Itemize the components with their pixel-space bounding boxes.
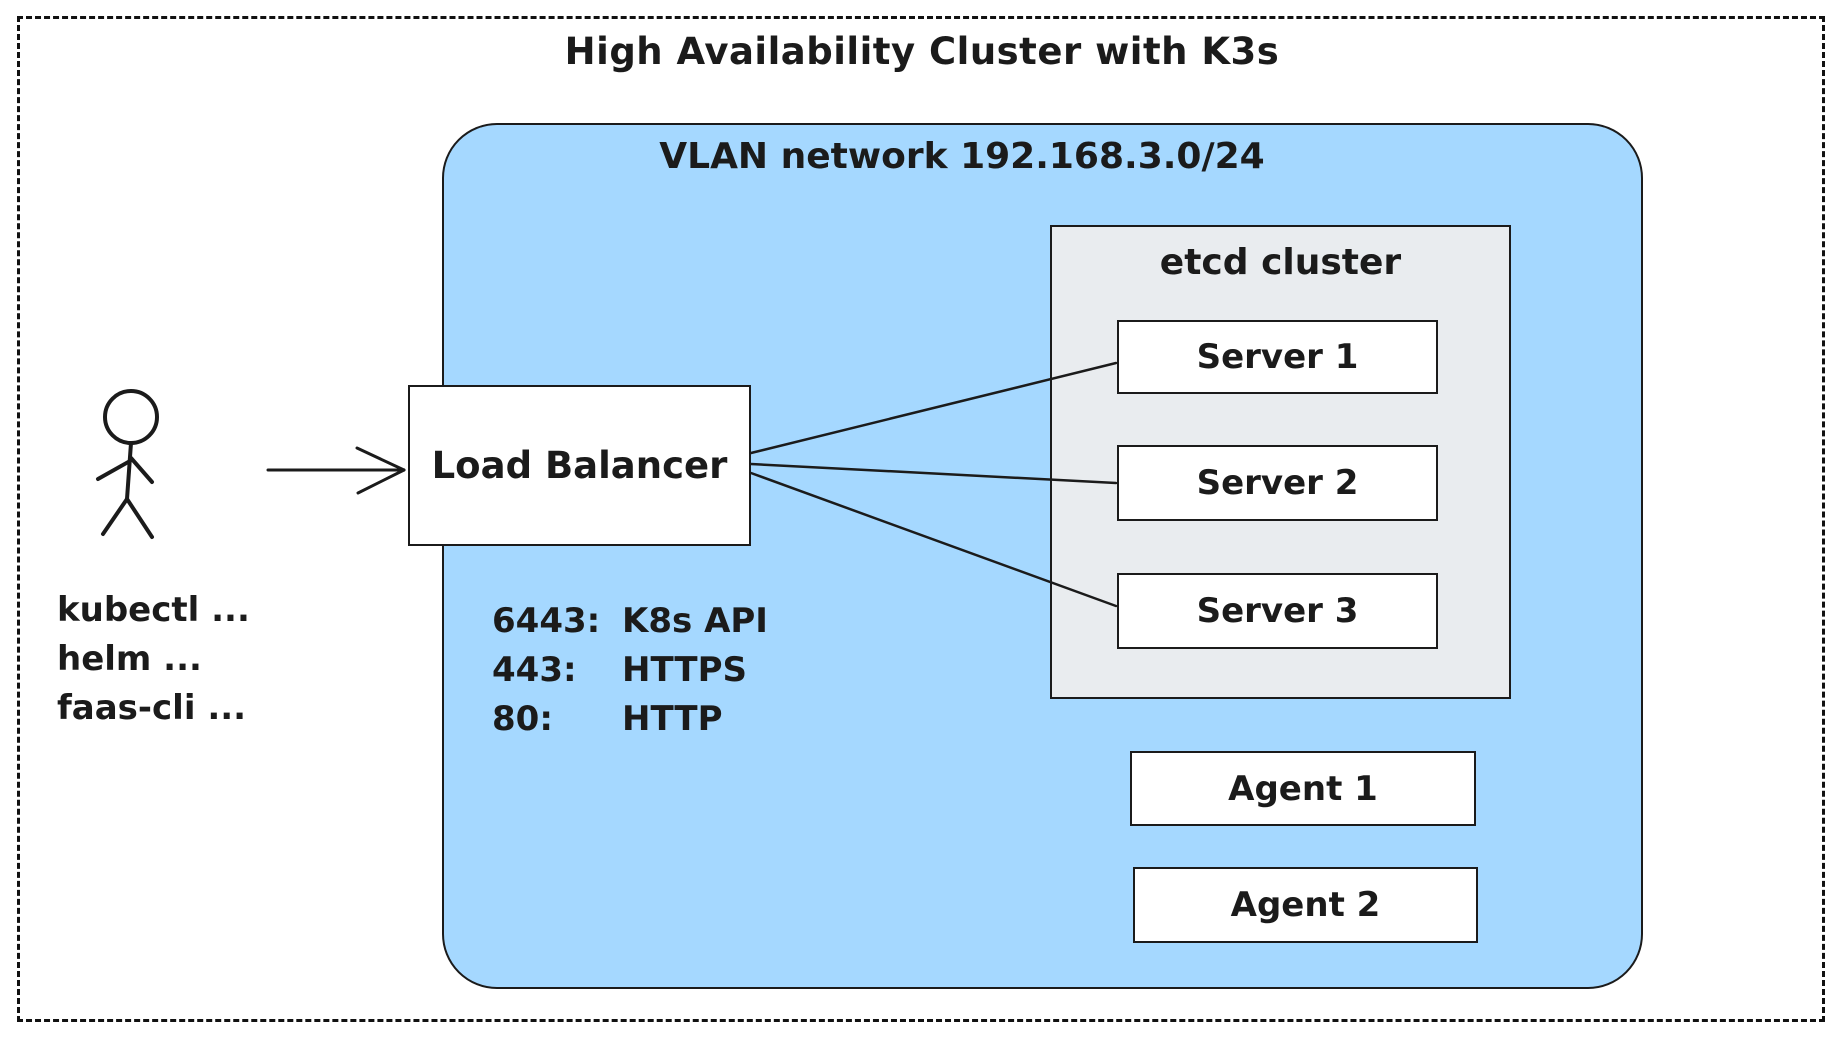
agent-2-label: Agent 2 [1230,885,1381,925]
server-2-label: Server 2 [1196,463,1359,503]
client-command: faas-cli ... [57,688,247,728]
server-1-label: Server 1 [1196,337,1359,377]
server-1-box: Server 1 [1117,320,1438,394]
port-mapping-row: 6443: K8s API [492,597,768,646]
diagram-title: High Availability Cluster with K3s [564,30,1280,73]
server-3-label: Server 3 [1196,591,1359,631]
diagram-boundary [17,16,1825,1022]
port-mapping-row: 80: HTTP [492,695,768,744]
port-service: HTTP [622,699,723,739]
port-mapping-list: 6443: K8s API 443: HTTPS 80: HTTP [492,597,768,744]
etcd-cluster-label: etcd cluster [1159,242,1402,283]
port-service: HTTPS [622,650,748,690]
client-commands-list: kubectl ... helm ... faas-cli ... [57,586,250,733]
port-mapping-row: 443: HTTPS [492,646,768,695]
agent-1-box: Agent 1 [1130,751,1476,826]
agent-1-label: Agent 1 [1228,768,1378,809]
agent-2-box: Agent 2 [1133,867,1478,943]
port-number: 80: [492,699,553,739]
vlan-network-label: VLAN network 192.168.3.0/24 [659,136,1265,177]
client-command: kubectl ... [57,590,250,630]
load-balancer-label: Load Balancer [431,444,728,487]
client-command: helm ... [57,639,202,679]
port-number: 443: [492,650,577,690]
port-service: K8s API [622,601,768,641]
server-2-box: Server 2 [1117,445,1438,521]
load-balancer-box: Load Balancer [408,385,751,546]
port-number: 6443: [492,601,601,641]
server-3-box: Server 3 [1117,573,1438,649]
